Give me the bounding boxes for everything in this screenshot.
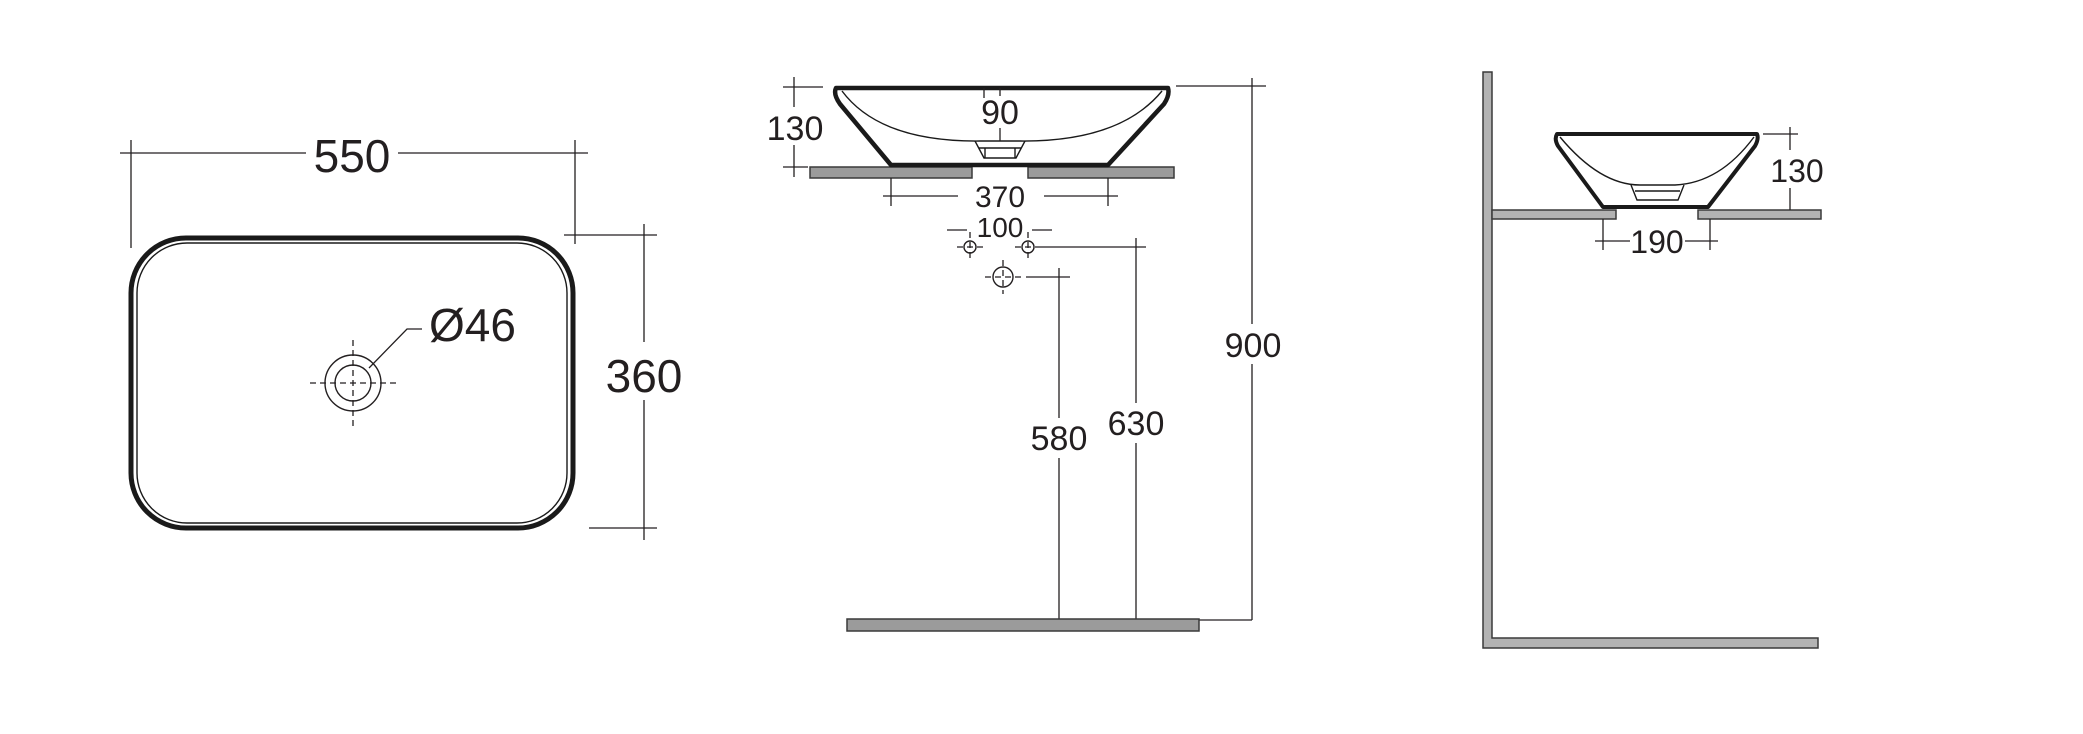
front-base-width-label: 370 [975,181,1025,214]
depth-dimension-label: 360 [606,350,683,402]
front-height-label: 130 [767,110,824,148]
drain-diameter-label: Ø46 [429,299,516,351]
countertop-right [1027,166,1175,179]
shelf-right [1697,209,1822,220]
rim-height-label: 900 [1225,327,1282,365]
waste-outlet-hole [992,266,1014,288]
front-view: 130 90 370 100 580 630 [767,77,1282,632]
supply-height-label: 630 [1108,405,1165,443]
wall-and-floor [1482,71,1819,649]
overflow-slot [974,140,1026,159]
side-height-label: 130 [1770,153,1823,189]
side-overflow-slot [1630,184,1685,201]
countertop-left [809,166,973,179]
width-dimension-label: 550 [314,130,391,182]
basin-side-profile [1553,132,1760,209]
basin-top-inner-rim [136,242,568,524]
floor-slab [846,618,1200,632]
overflow-height-label: 90 [981,94,1019,132]
shelf-left [1491,209,1617,220]
waste-height-label: 580 [1031,420,1088,458]
top-view: 550 360 Ø46 [120,130,682,540]
side-view: 130 190 [1482,71,1824,649]
basin-front-profile [832,85,1171,168]
side-base-width-label: 190 [1630,224,1683,260]
tap-spacing-label: 100 [977,212,1024,243]
